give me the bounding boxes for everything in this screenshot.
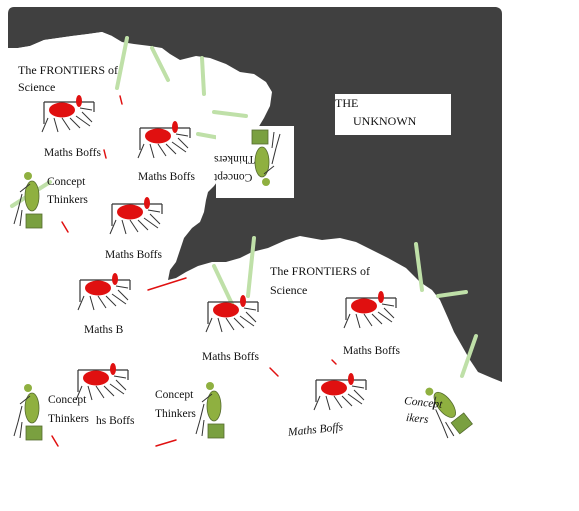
green-rays (10, 36, 478, 378)
boff-label-5: Maths Boffs (202, 351, 259, 363)
concept-mirror-line1: Thinkers (214, 152, 255, 165)
frontier-top-line2: Science (18, 80, 56, 94)
concept-3-line2: Thinkers (155, 408, 196, 420)
frontier-coast (8, 32, 112, 60)
concept-2-line2: Thinkers (48, 413, 89, 425)
concept-italic-line2: ikers (405, 411, 429, 427)
unknown-line1: THE (335, 96, 359, 110)
concept-mirror-line2: Concept (214, 170, 253, 183)
concept-2-line1: Concept (48, 394, 87, 406)
concept-1-line2: Thinkers (47, 194, 88, 206)
boff-label-7: hs Boffs (96, 415, 135, 427)
frontier-mid-line1: The FRONTIERS of (270, 264, 370, 278)
red-splashes (51, 95, 337, 447)
boff-label-1: Maths Boffs (44, 147, 101, 159)
frontier-top-line1: The FRONTIERS of (18, 63, 118, 77)
boff-label-4: Maths B (84, 324, 124, 336)
concept-1-line1: Concept (47, 176, 86, 188)
unknown-label-box: THE UNKNOWN (335, 94, 451, 135)
concept-3-line1: Concept (155, 389, 194, 401)
unknown-line2: UNKNOWN (353, 114, 417, 128)
boff-label-6: Maths Boffs (343, 345, 400, 357)
boff-label-2: Maths Boffs (138, 171, 195, 183)
boff-label-3: Maths Boffs (105, 249, 162, 261)
frontier-mid-line2: Science (270, 283, 308, 297)
